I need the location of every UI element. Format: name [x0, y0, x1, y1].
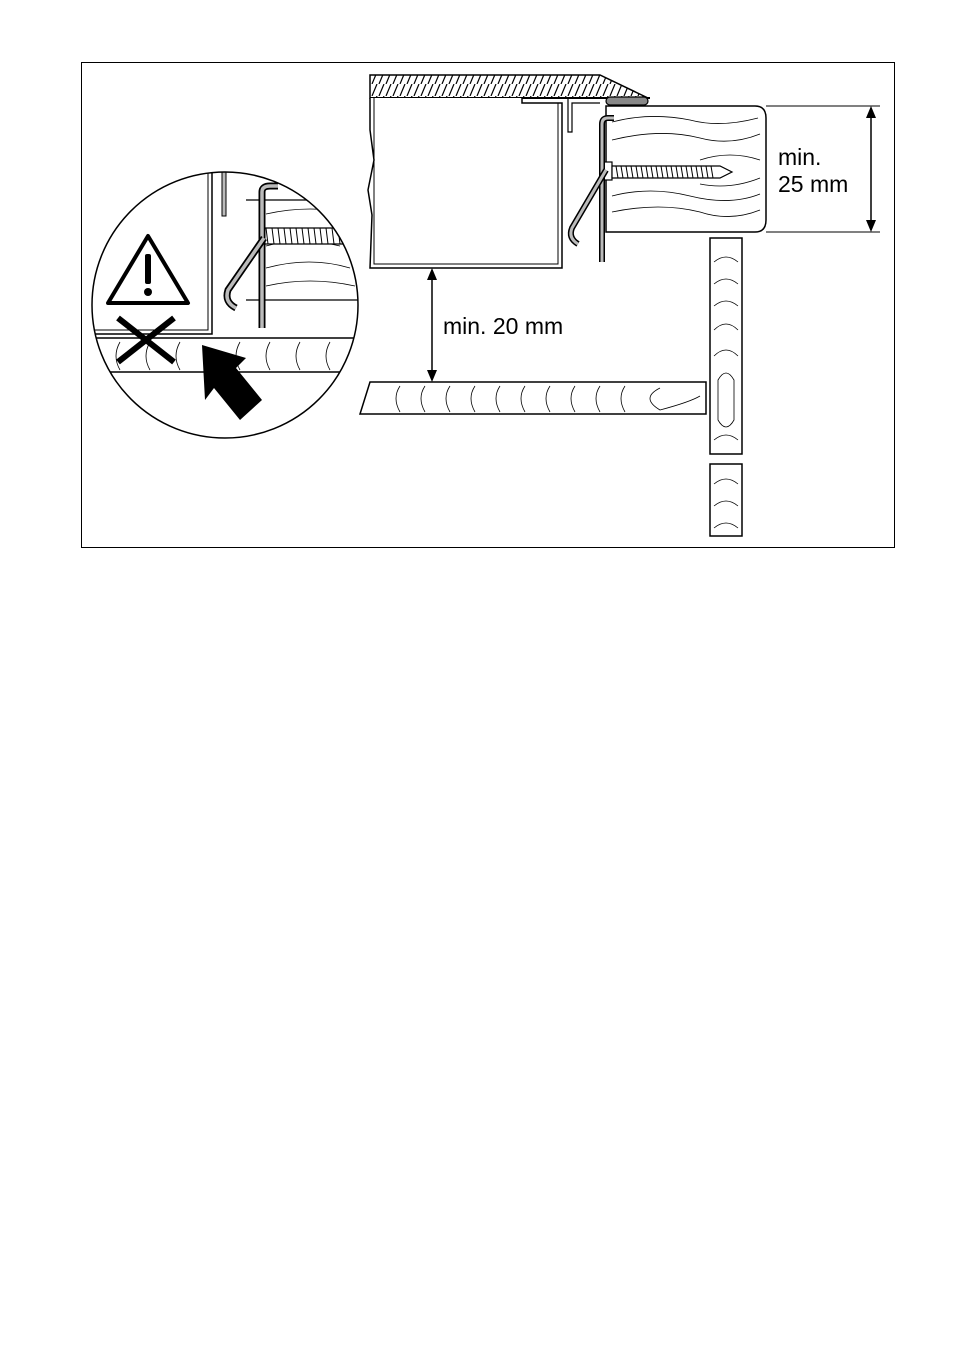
dimension-20mm — [427, 268, 437, 382]
label-25mm: 25 mm — [778, 171, 848, 197]
cabinet-side-panel — [710, 238, 742, 536]
label-min: min. — [778, 144, 821, 170]
label-min-20mm: min. 20 mm — [443, 313, 563, 339]
shelf-board — [360, 382, 706, 414]
appliance-body — [368, 98, 600, 268]
hob-top-plate — [370, 75, 650, 98]
seal-strip — [606, 97, 648, 105]
